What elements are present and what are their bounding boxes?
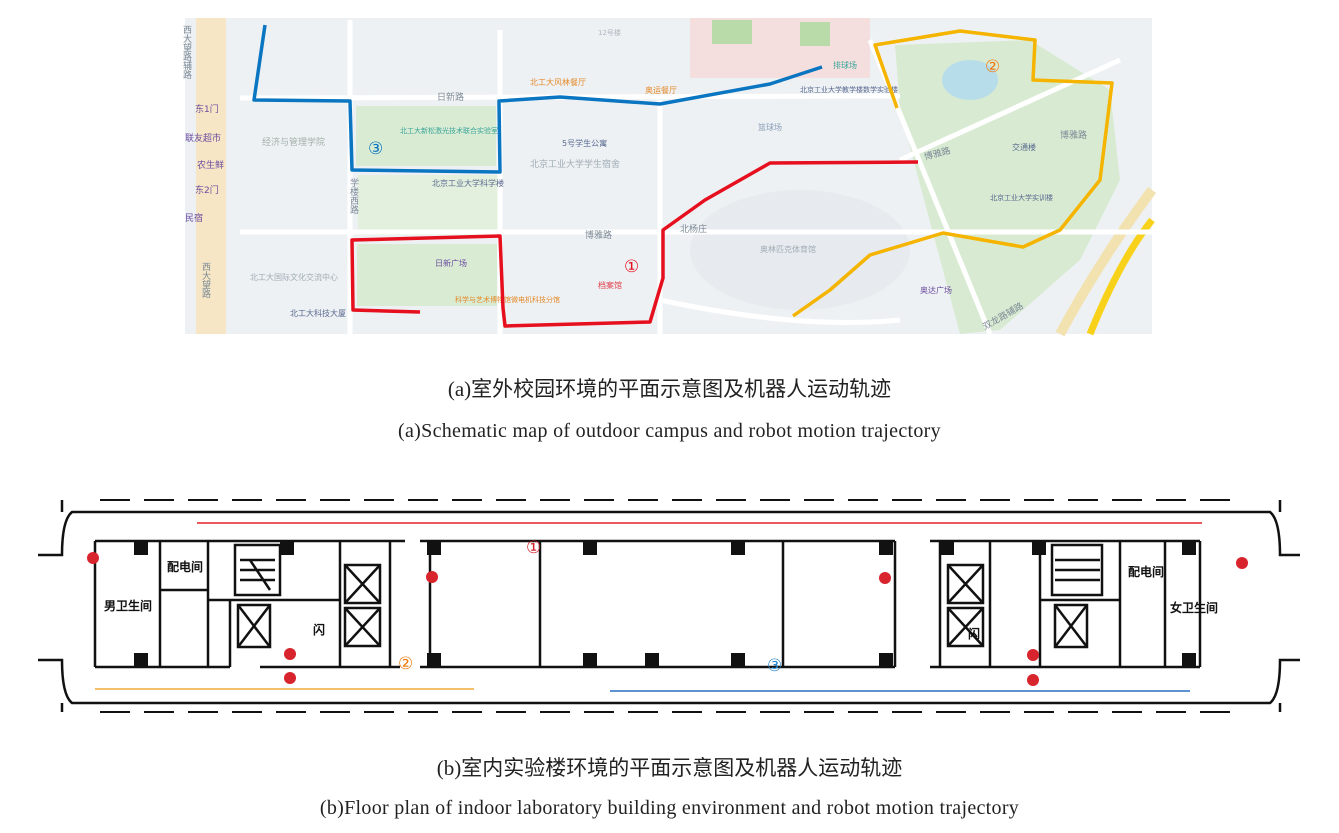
place-label: 东2门 (195, 184, 219, 196)
trajectory-2-orange (791, 29, 1114, 318)
place-label: 日新广场 (435, 258, 467, 268)
place-label: 北工大风林餐厅 (530, 77, 586, 87)
caption-b-chinese: (b)室内实验楼环境的平面示意图及机器人运动轨迹 (436, 756, 903, 780)
map-places: 东1门 联友超市 农生鲜 东2门 民宿 经济与管理学院 北工大新松激光技术联合实… (185, 28, 1053, 318)
place-label: 科学与艺术博物馆微电机科技分馆 (455, 295, 560, 304)
place-label: 北京工业大学实训楼 (990, 193, 1053, 202)
campus-map: 日新路 博雅路 博雅路 博雅路 北杨庄 双龙路辅路 西大望路辅路 西大望路 学楼… (181, 18, 1157, 337)
place-label: 联友超市 (185, 132, 221, 144)
room-label-power-room: 配电间 (1128, 564, 1164, 579)
place-label: 奥达广场 (920, 285, 952, 295)
caption-a-english: (a)Schematic map of outdoor campus and r… (398, 420, 941, 442)
marker-2: ② (985, 57, 1000, 77)
place-label: 北工大国际文化交流中心 (250, 272, 338, 282)
marker-3: ③ (767, 656, 782, 676)
trajectory-1-red (350, 160, 919, 328)
place-label: 北京工业大学科学楼 (432, 178, 504, 188)
marker-3: ③ (368, 139, 383, 159)
road-label: 博雅路 (585, 229, 612, 241)
place-label: 排球场 (833, 60, 857, 70)
marker-1: ① (624, 257, 639, 277)
caption-a-chinese: (a)室外校园环境的平面示意图及机器人运动轨迹 (447, 377, 892, 401)
place-label: 经济与管理学院 (262, 136, 325, 148)
place-label: 档案馆 (598, 280, 622, 290)
place-label: 农生鲜 (197, 159, 224, 171)
place-label: 12号楼 (598, 28, 621, 37)
place-label: 北工大新松激光技术联合实验室 (400, 126, 498, 135)
place-label: 北京工业大学教学楼数学实验楼 (800, 85, 898, 94)
columns (134, 542, 1196, 666)
room-label-womens-restroom: 女卫生间 (1170, 600, 1218, 615)
place-label: 奥运餐厅 (645, 85, 677, 95)
road-label: 学楼西路 (348, 177, 359, 215)
exit-sign: 闪 (968, 627, 980, 641)
road-label: 日新路 (437, 91, 464, 103)
place-label: 篮球场 (758, 122, 782, 132)
road-label: 西大望路 (200, 262, 211, 299)
place-label: 奥林匹克体育馆 (760, 244, 816, 254)
fire-hydrant-icons (87, 552, 1248, 686)
place-label: 北京工业大学学生宿舍 (530, 158, 620, 170)
place-label: 东1门 (195, 103, 219, 115)
road-label: 西大望路辅路 (181, 25, 192, 80)
exit-sign: 闪 (313, 623, 325, 637)
place-label: 北工大科技大厦 (290, 308, 346, 318)
marker-2: ② (398, 654, 413, 674)
room-label-power-room: 配电间 (167, 559, 203, 574)
trajectory-3-blue (252, 24, 823, 174)
expressway (196, 18, 226, 334)
place-label: 民宿 (185, 212, 203, 224)
caption-b-english: (b)Floor plan of indoor laboratory build… (319, 797, 1020, 819)
road-label: 博雅路 (1060, 129, 1087, 141)
lake (942, 60, 998, 100)
room-label-mens-restroom: 男卫生间 (104, 598, 152, 613)
road-label: 北杨庄 (680, 223, 707, 235)
marker-1: ① (526, 538, 541, 558)
place-label: 5号学生公寓 (562, 138, 607, 148)
place-label: 交通楼 (1012, 142, 1036, 152)
